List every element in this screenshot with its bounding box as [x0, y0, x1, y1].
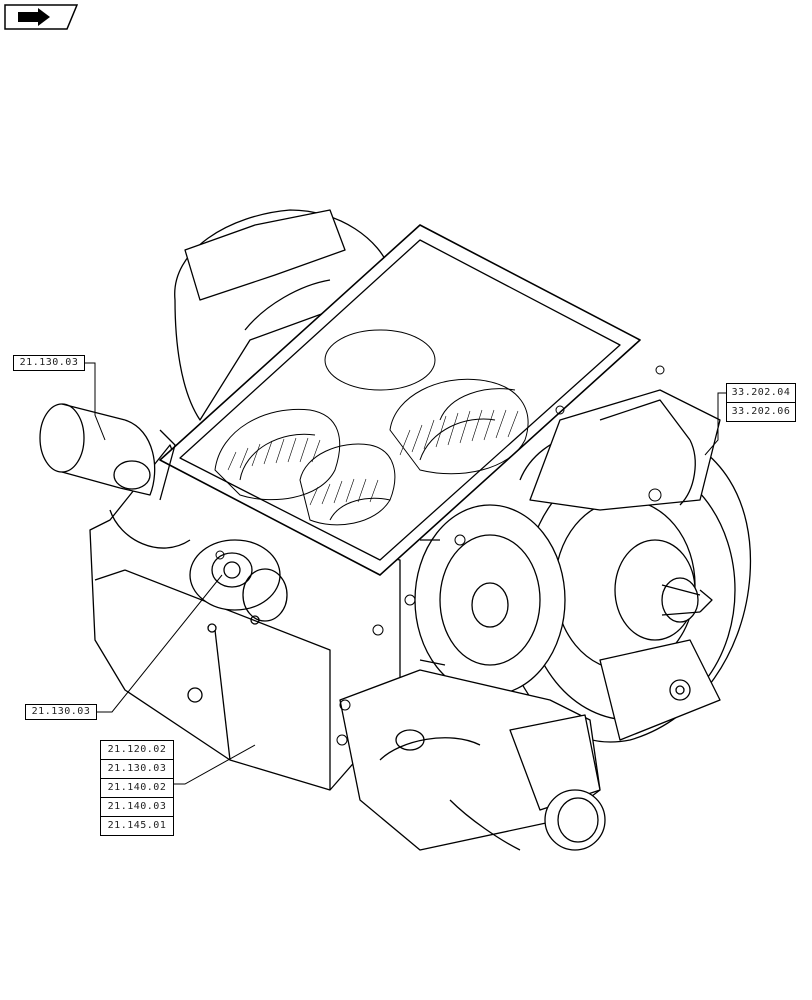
bolts — [215, 365, 665, 746]
callout-bottom-4[interactable]: 21.140.03 — [101, 798, 173, 817]
callout-bottom-stack: 21.120.02 21.130.03 21.140.02 21.140.03 … — [100, 740, 174, 836]
gear-cluster — [214, 329, 529, 526]
right-bracket — [599, 639, 721, 741]
side-port — [187, 539, 288, 703]
gearbox-frame — [159, 224, 641, 576]
callout-left-top[interactable]: 21.130.03 — [13, 355, 85, 371]
callout-right-top-1[interactable]: 33.202.04 — [727, 384, 795, 403]
callout-bottom-5[interactable]: 21.145.01 — [107, 820, 167, 831]
callout-bottom-3[interactable]: 21.140.02 — [101, 779, 173, 798]
leader-left-mid — [96, 574, 223, 713]
clutch-disc — [414, 504, 566, 696]
side-cylinder — [39, 403, 191, 549]
callout-left-mid[interactable]: 21.130.03 — [25, 704, 97, 720]
leader-right-top — [704, 392, 727, 456]
leader-left-top — [85, 362, 106, 441]
callout-bottom-1[interactable]: 21.120.02 — [101, 741, 173, 760]
callout-right-top-stack: 33.202.04 33.202.06 — [726, 383, 796, 422]
starter-motor — [339, 669, 606, 851]
callout-right-top-2[interactable]: 33.202.06 — [731, 406, 791, 417]
arrow-folder-icon[interactable] — [4, 4, 78, 30]
callout-bottom-2[interactable]: 21.130.03 — [101, 760, 173, 779]
leader-bottom-stack — [174, 744, 256, 785]
